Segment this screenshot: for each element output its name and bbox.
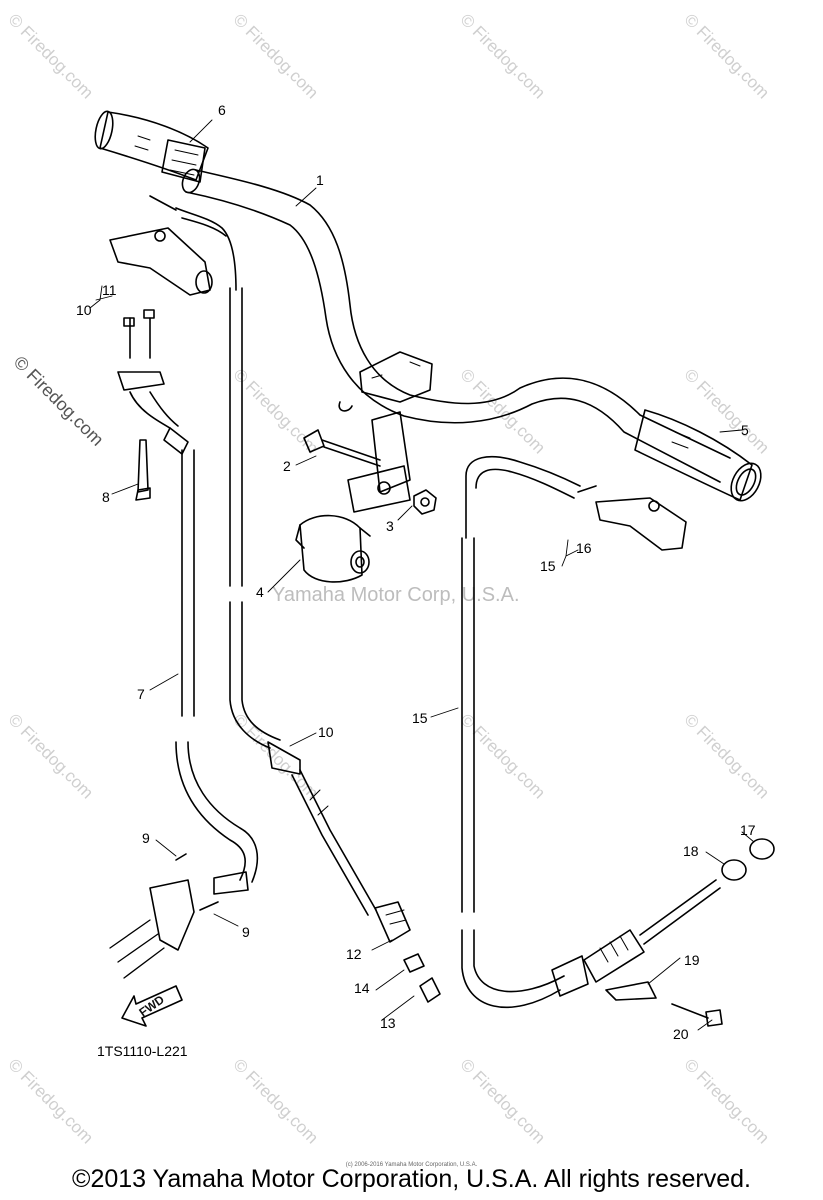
screw-part-8 (135, 439, 151, 501)
callout-15-cable: 15 (412, 710, 428, 726)
callout-10-cable: 10 (318, 724, 334, 740)
callout-1: 1 (316, 172, 324, 188)
callout-17: 17 (740, 822, 756, 838)
small-print: (c) 2006-2016 Yamaha Motor Corporation, … (345, 1162, 478, 1168)
callout-10: 10 (76, 302, 92, 318)
copyright-footer: ©2013 Yamaha Motor Corporation, U.S.A. A… (72, 1165, 751, 1193)
left-grip-part-6 (94, 110, 209, 183)
callout-13: 13 (380, 1015, 396, 1031)
adjuster-parts-12-13-14 (403, 953, 441, 1003)
right-grip-part-5 (634, 409, 762, 502)
nut-part-3 (413, 489, 437, 515)
right-lever-part-16 (595, 497, 687, 551)
diagram-code: 1TS1110-L221 (97, 1043, 188, 1059)
callout-19: 19 (684, 952, 700, 968)
handlebar-part-1 (181, 168, 731, 483)
callout-8: 8 (102, 489, 110, 505)
cable-fittings-17-18-19-20 (605, 838, 775, 1027)
callout-16: 16 (576, 540, 592, 556)
center-watermark: Yamaha Motor Corp, U.S.A. (272, 584, 520, 606)
callout-11: 11 (102, 282, 117, 298)
callout-15: 15 (540, 558, 556, 574)
callout-7: 7 (137, 686, 145, 702)
clamp-part-4 (295, 514, 371, 583)
callout-4: 4 (256, 584, 264, 600)
fwd-arrow (121, 985, 183, 1027)
callout-3: 3 (386, 518, 394, 534)
callout-5: 5 (741, 422, 749, 438)
callout-14: 14 (354, 980, 370, 996)
callout-12: 12 (346, 946, 362, 962)
callout-9-lower: 9 (242, 924, 250, 940)
handlebar-holder (338, 351, 433, 513)
bolt-part-2 (303, 429, 381, 467)
callout-9: 9 (142, 830, 150, 846)
cable-part-15 (461, 455, 721, 1009)
callout-2: 2 (283, 458, 291, 474)
cable-part-10 (149, 195, 411, 943)
callout-6: 6 (218, 102, 226, 118)
left-lever-part-11 (109, 227, 213, 296)
callout-20: 20 (673, 1026, 689, 1042)
throttle-cable-part-7 (109, 309, 259, 979)
callout-18: 18 (683, 843, 699, 859)
